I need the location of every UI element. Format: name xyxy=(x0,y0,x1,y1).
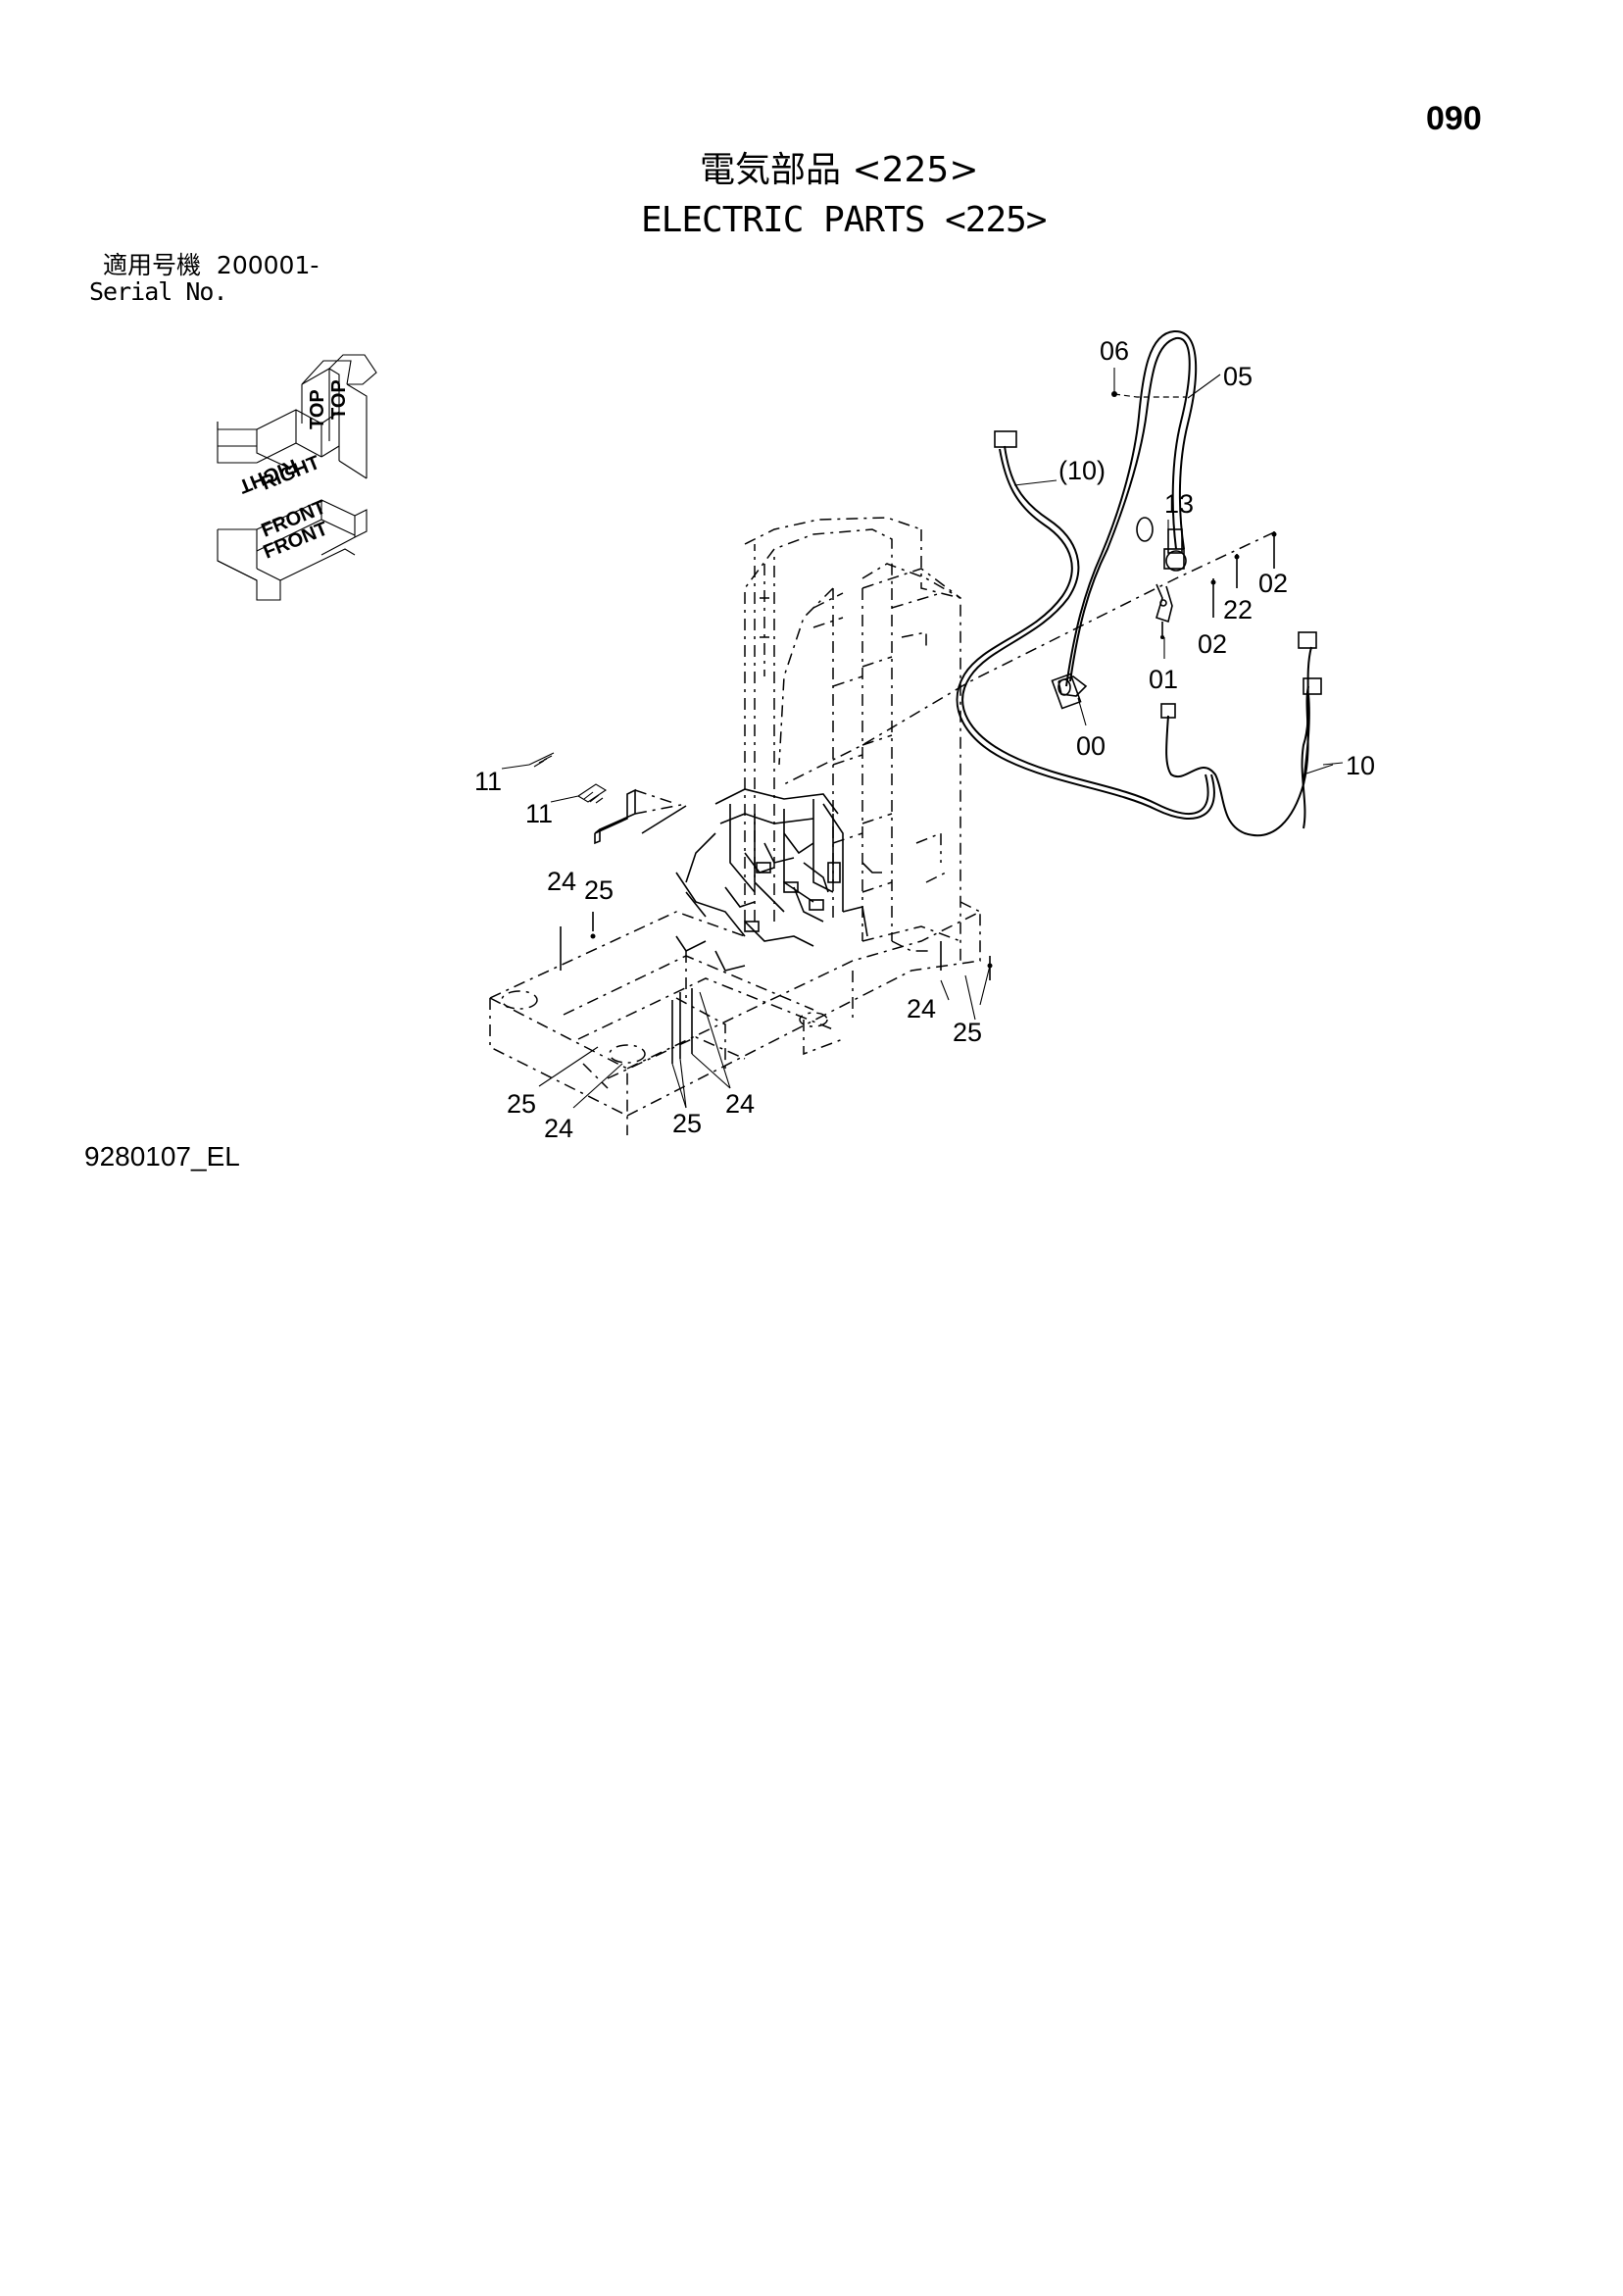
page-title-english: ELECTRIC PARTS <225> xyxy=(641,200,1047,240)
screws-24-25 xyxy=(560,912,993,1064)
callout-11-a: 11 xyxy=(474,767,502,796)
callout-25-d: 25 xyxy=(672,1109,702,1138)
callout-25-a: 25 xyxy=(584,875,614,905)
callout-10-ref: (10) xyxy=(1058,456,1106,485)
callout-05: 05 xyxy=(1223,362,1253,391)
callout-24-a: 24 xyxy=(547,867,576,896)
callout-25-c: 25 xyxy=(507,1089,536,1119)
callout-13: 13 xyxy=(1164,489,1194,519)
callout-11-b: 11 xyxy=(525,799,553,828)
cable-assembly-10 xyxy=(1165,631,1322,837)
page-title-japanese: 電気部品 <225> xyxy=(700,150,979,190)
plate-part-11 xyxy=(528,752,687,845)
orientation-icon: TOP TOP RIGHT RIGHT FRONT FRONT xyxy=(217,354,377,601)
callout-06: 06 xyxy=(1100,336,1129,366)
callout-22: 22 xyxy=(1223,595,1253,624)
leader-lines xyxy=(501,368,1344,1109)
callout-25-b: 25 xyxy=(953,1018,982,1047)
callout-10: 10 xyxy=(1346,751,1375,780)
serial-label-japanese: 適用号機 200001- xyxy=(103,253,319,277)
callout-24-b: 24 xyxy=(907,994,936,1023)
callout-00: 00 xyxy=(1076,731,1106,761)
page-number: 090 xyxy=(1426,100,1482,137)
switch-parts-13-01-00 xyxy=(1057,517,1187,697)
orientation-label-top-shadow: TOP xyxy=(328,379,350,420)
control-harness-assembly xyxy=(675,788,882,972)
drawing-code: 9280107_EL xyxy=(84,1141,240,1172)
callout-01: 01 xyxy=(1149,665,1178,694)
callout-24-c: 24 xyxy=(725,1089,755,1119)
cable-assembly-05 xyxy=(1051,329,1198,710)
serial-label: 適用号機 xyxy=(103,251,202,279)
serial-label-english: Serial No. xyxy=(89,277,228,306)
explosion-lines xyxy=(783,531,1277,785)
callout-labels: 06 05 (10) 13 02 22 02 01 00 10 11 11 24… xyxy=(474,336,1375,1143)
serial-value: 200001- xyxy=(216,251,320,279)
orientation-label-top: TOP xyxy=(307,389,328,429)
machine-frame xyxy=(489,517,981,1135)
callout-02-a: 02 xyxy=(1258,569,1288,598)
callout-24-d: 24 xyxy=(544,1114,573,1143)
callout-02-b: 02 xyxy=(1198,629,1227,659)
